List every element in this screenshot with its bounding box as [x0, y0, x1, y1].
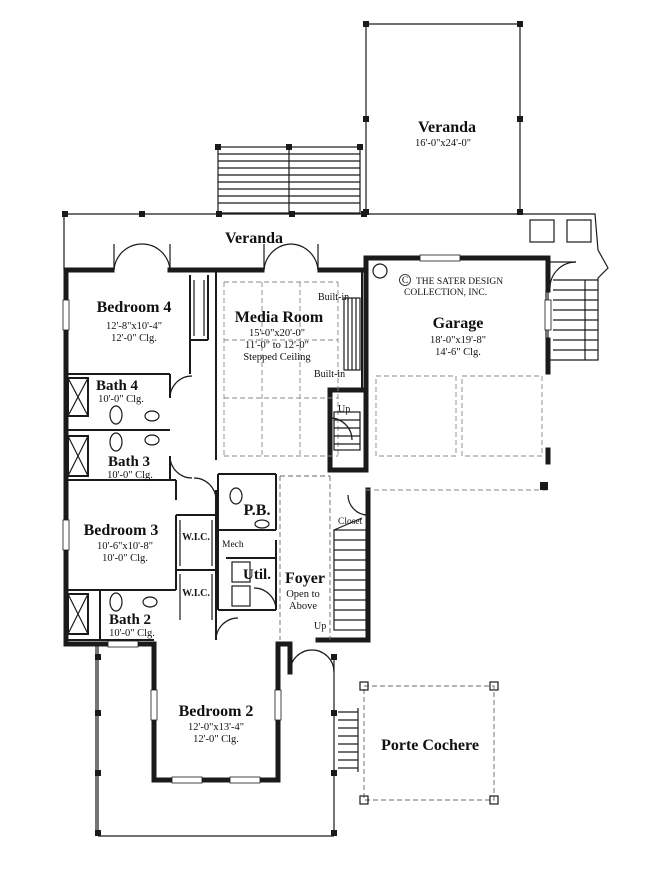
- copyright-line2: COLLECTION, INC.: [404, 288, 487, 298]
- bath4-ceiling: 10'-0" Clg.: [98, 394, 144, 405]
- bedroom2-dims: 12'-0"x13'-4": [188, 722, 244, 733]
- bedroom4-ceiling: 12'-0" Clg.: [111, 333, 157, 344]
- pb-name: P.B.: [244, 502, 271, 519]
- upper-veranda: [215, 21, 523, 215]
- bedroom4-name: Bedroom 4: [97, 299, 172, 316]
- garage-ceiling: 14'-6" Clg.: [435, 347, 481, 358]
- media-room-dims: 15'-0"x20'-0": [249, 328, 305, 339]
- foyer-note1: Open to: [286, 589, 320, 600]
- bath2-name: Bath 2: [109, 612, 151, 628]
- bedroom3-dims: 10'-6"x10'-8": [97, 541, 153, 552]
- util-name: Util.: [243, 567, 271, 583]
- bath3-name: Bath 3: [108, 454, 150, 470]
- side-deck: [520, 213, 609, 361]
- builtin-top-label: Built-in: [318, 292, 349, 303]
- media-room-name: Media Room: [235, 309, 324, 326]
- copyright-circle: [399, 274, 411, 286]
- bedroom4-dims: 12'-8"x10'-4": [106, 321, 162, 332]
- garage-dims: 18'-0"x19'-8": [430, 335, 486, 346]
- up-foyer-label: Up: [314, 621, 326, 632]
- windows: [62, 254, 552, 784]
- interior-walls: [66, 270, 369, 673]
- wic-lower-label: W.I.C.: [182, 588, 210, 599]
- media-room-ceiling1: 11'-0" to 12'-0": [245, 340, 309, 351]
- bedroom3-name: Bedroom 3: [84, 522, 159, 539]
- mech-label: Mech: [222, 540, 244, 550]
- garage-name: Garage: [433, 315, 484, 332]
- veranda-main-name: Veranda: [225, 230, 283, 247]
- rear-doors: [113, 243, 319, 271]
- bedroom2-name: Bedroom 2: [179, 703, 254, 720]
- copyright-line1: THE SATER DESIGN: [416, 277, 503, 287]
- front-porch: [95, 644, 359, 837]
- foyer-note2: Above: [289, 601, 317, 612]
- wic-upper-label: W.I.C.: [182, 532, 210, 543]
- bath4-name: Bath 4: [96, 378, 139, 394]
- media-room-ceiling2: Stepped Ceiling: [243, 352, 311, 363]
- foyer-open-area: [279, 475, 331, 640]
- bedroom2-ceiling: 12'-0" Clg.: [193, 734, 239, 745]
- media-room-ceiling-grid: [223, 281, 339, 457]
- porte-cochere: [359, 681, 499, 805]
- porte-cochere-name: Porte Cochere: [381, 737, 479, 754]
- copyright-symbol: C: [402, 276, 408, 286]
- veranda-upper-dims: 16'-0"x24'-0": [415, 138, 471, 149]
- foyer-name: Foyer: [285, 570, 325, 587]
- veranda-upper-name: Veranda: [418, 119, 476, 136]
- bedroom3-ceiling: 10'-0" Clg.: [102, 553, 148, 564]
- bath2-ceiling: 10'-0" Clg.: [109, 628, 155, 639]
- up-garage-label: Up: [338, 404, 350, 415]
- main-veranda: [62, 211, 520, 270]
- garage-stairs: [333, 411, 361, 451]
- builtin-bottom-label: Built-in: [314, 369, 345, 380]
- room-labels: Veranda 16'-0"x24'-0" Veranda Bedroom 4 …: [84, 119, 504, 754]
- closet-label: Closet: [338, 517, 363, 527]
- foyer-stairs: [333, 517, 367, 631]
- bath3-ceiling: 10'-0" Clg.: [107, 470, 153, 481]
